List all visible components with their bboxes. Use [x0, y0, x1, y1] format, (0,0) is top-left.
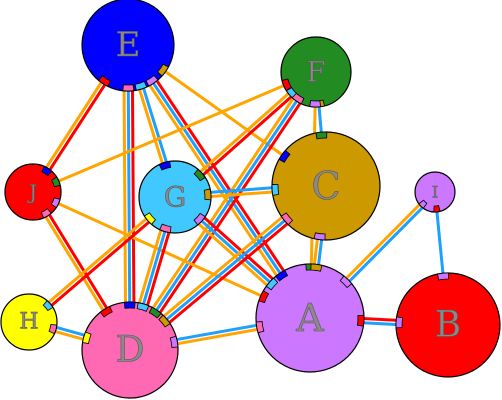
node-E[interactable]: E	[81, 0, 175, 92]
node-C[interactable]: C	[271, 131, 381, 241]
port-marker	[255, 321, 265, 334]
edge-E-A	[123, 41, 315, 322]
port-marker	[313, 232, 326, 241]
port-marker	[50, 197, 61, 209]
edge-E-D	[122, 44, 136, 351]
port-marker	[265, 277, 279, 291]
port-marker	[40, 208, 52, 219]
port-marker	[82, 331, 92, 344]
node-label: G	[164, 181, 186, 214]
port-marker	[169, 335, 179, 348]
port-marker	[158, 160, 172, 171]
port-marker	[193, 212, 206, 226]
edge-strand-orange	[125, 68, 314, 349]
edges-layer	[26, 41, 450, 355]
node-label: E	[116, 25, 141, 65]
node-G[interactable]: G	[138, 160, 212, 234]
port-marker	[278, 149, 291, 163]
node-circle	[4, 163, 62, 221]
node-label: B	[435, 305, 461, 346]
port-marker	[280, 212, 294, 226]
node-F[interactable]: F	[280, 36, 352, 108]
node-label: H	[19, 310, 38, 335]
edge-strand-blue	[126, 44, 312, 319]
port-marker	[395, 316, 404, 329]
port-marker	[310, 263, 323, 272]
node-I[interactable]: I	[414, 171, 456, 213]
port-marker	[122, 84, 135, 92]
port-marker	[42, 300, 54, 312]
node-label: D	[116, 330, 145, 371]
node-B[interactable]: B	[395, 272, 501, 378]
port-marker	[99, 305, 113, 318]
port-marker	[339, 275, 353, 289]
port-marker	[309, 100, 322, 108]
edge-strand-blue	[126, 44, 132, 351]
port-marker	[291, 92, 305, 105]
edge-strand-red	[132, 73, 321, 354]
node-A[interactable]: A	[255, 263, 365, 373]
node-label: F	[306, 56, 325, 89]
port-marker	[158, 314, 171, 328]
port-marker	[159, 223, 172, 234]
port-marker	[41, 165, 53, 177]
node-label: I	[432, 183, 438, 202]
port-marker	[48, 323, 58, 335]
edge-strand-red	[130, 41, 315, 317]
edge-F-D	[125, 68, 321, 354]
node-D[interactable]: D	[81, 301, 179, 399]
port-marker	[145, 74, 159, 87]
node-label: A	[295, 296, 324, 340]
port-marker	[315, 131, 328, 140]
node-J[interactable]: J	[4, 163, 62, 221]
port-marker	[98, 75, 111, 87]
edge-strand-orange	[123, 46, 308, 322]
node-label: C	[311, 164, 340, 208]
edge-strand-orange	[122, 45, 128, 351]
edge-strand-blue	[128, 71, 318, 351]
port-marker	[157, 63, 169, 77]
edge-strand-red	[130, 44, 136, 350]
port-marker	[193, 168, 206, 182]
port-marker	[271, 184, 280, 196]
edge-F-J	[32, 70, 317, 194]
node-circle	[0, 293, 58, 351]
port-marker	[51, 176, 61, 188]
port-marker	[281, 78, 292, 92]
port-marker	[143, 212, 157, 225]
port-marker	[148, 306, 162, 319]
port-marker	[418, 199, 428, 209]
port-marker	[123, 301, 136, 309]
port-marker	[134, 81, 148, 91]
node-H[interactable]: H	[0, 293, 58, 351]
node-label: J	[27, 180, 37, 204]
port-marker	[203, 188, 212, 201]
port-marker	[258, 290, 270, 304]
port-marker	[356, 314, 365, 327]
port-marker	[275, 269, 289, 282]
edge-strand-orange	[32, 70, 317, 194]
port-marker	[433, 205, 441, 213]
port-marker	[136, 302, 150, 312]
port-marker	[437, 272, 449, 281]
